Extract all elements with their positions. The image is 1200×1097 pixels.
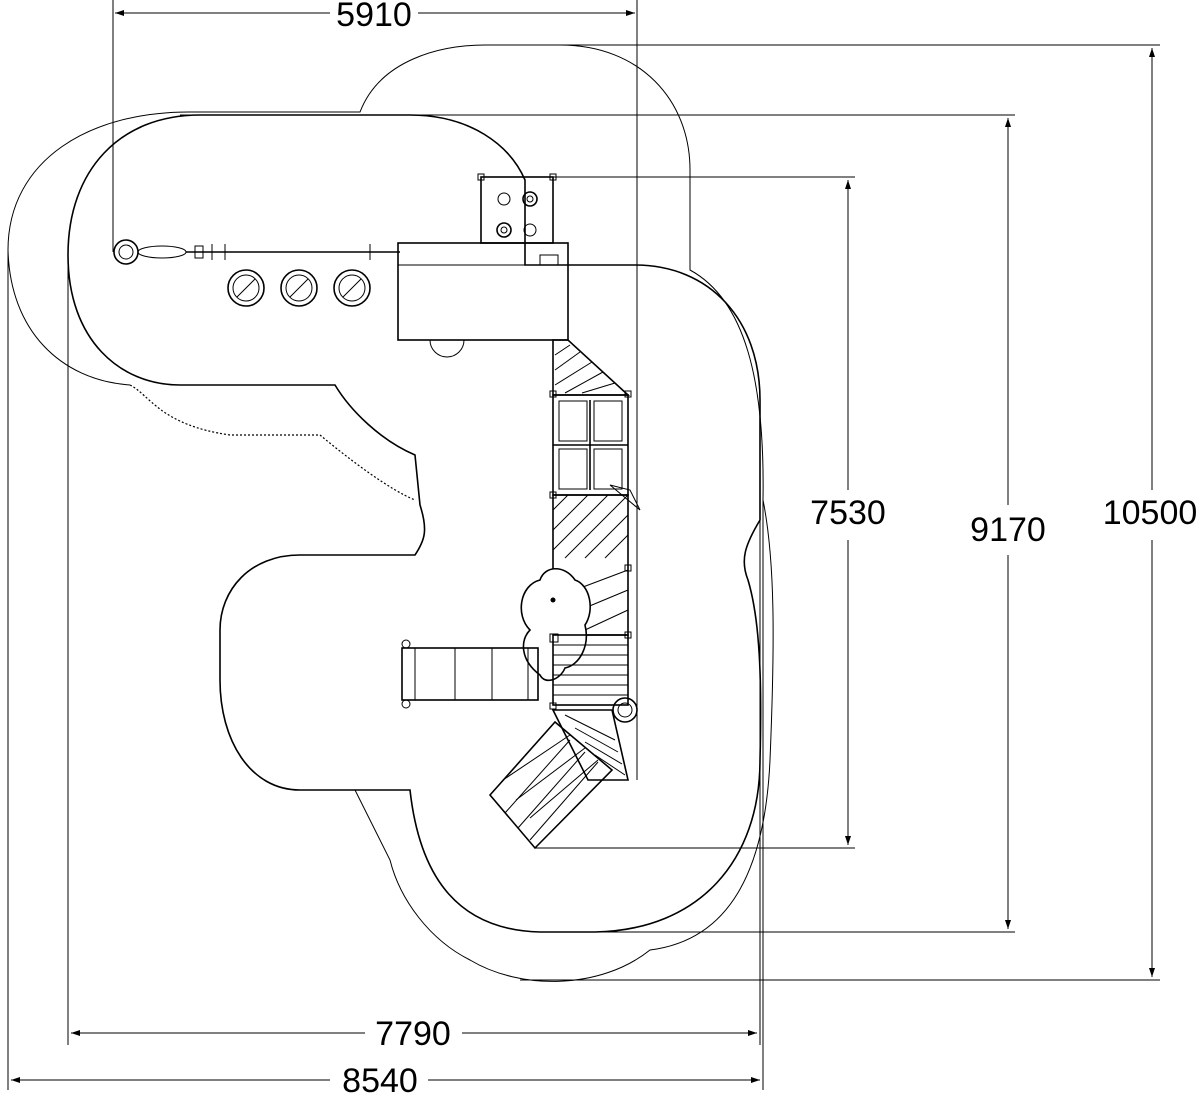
dimension-label-outer-height: 10500 — [1103, 494, 1198, 532]
dimension-label-mid-height: 9170 — [970, 511, 1046, 549]
cable-line — [113, 239, 400, 265]
climbing-net — [488, 720, 614, 850]
dimension-label-top-width: 5910 — [336, 0, 412, 34]
inner-safety-zone — [67, 114, 762, 933]
hole-panel — [477, 173, 557, 244]
window-tower — [549, 390, 641, 511]
dimension-label-outer-width: 8540 — [342, 1062, 418, 1097]
dimension-label-inner-width: 7790 — [375, 1015, 451, 1053]
stepping-posts — [227, 269, 371, 307]
dimension-lines — [7, 0, 1160, 1090]
ramp-top — [552, 339, 631, 396]
dimension-label-inner-height: 7530 — [810, 494, 886, 532]
bush-element — [520, 567, 591, 682]
bridge-left — [401, 639, 539, 709]
outer-safety-zone — [7, 44, 774, 982]
ramp-bottom — [551, 709, 630, 781]
deck-lower — [549, 634, 638, 723]
roof-platform — [397, 242, 569, 358]
